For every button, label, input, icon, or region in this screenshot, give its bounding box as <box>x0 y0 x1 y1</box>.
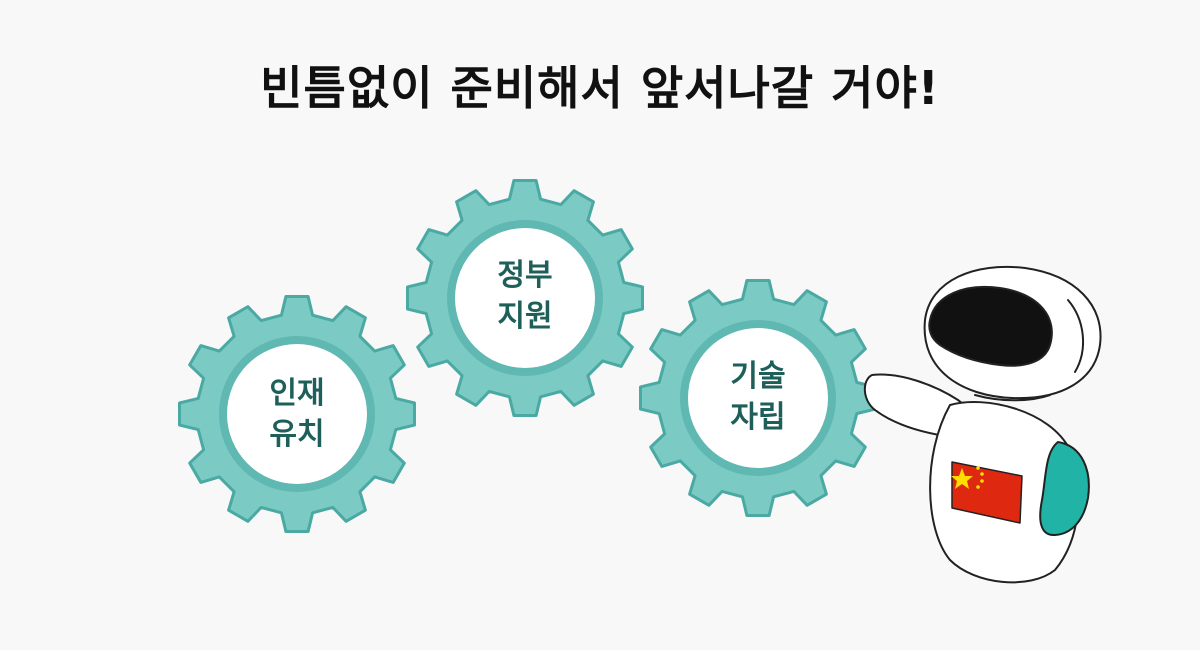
gear-tech-center <box>688 328 828 468</box>
gear-gov-label-1: 정부 <box>497 258 552 293</box>
robot-illustration <box>863 265 1102 584</box>
gear-tech-label-1: 기술 <box>730 359 785 394</box>
gear-gov: 정부 지원 <box>406 179 644 417</box>
gear-tech-label-2: 자립 <box>730 400 785 435</box>
page-title: 빈틈없이 준비해서 앞서나갈 거야! <box>260 61 940 115</box>
gear-talent-center <box>227 344 367 484</box>
robot-head-detail <box>1067 299 1085 373</box>
gear-gov-label-2: 지원 <box>497 299 552 334</box>
robot-arm <box>1039 441 1090 537</box>
gear-talent: 인재 유치 <box>178 295 416 533</box>
robot-face <box>928 286 1053 367</box>
china-flag-icon <box>951 461 1023 524</box>
gear-talent-label-2: 유치 <box>269 417 324 452</box>
gear-tech: 기술 자립 <box>639 279 877 517</box>
gear-gov-center <box>455 228 595 368</box>
gear-talent-label-1: 인재 <box>269 376 324 411</box>
